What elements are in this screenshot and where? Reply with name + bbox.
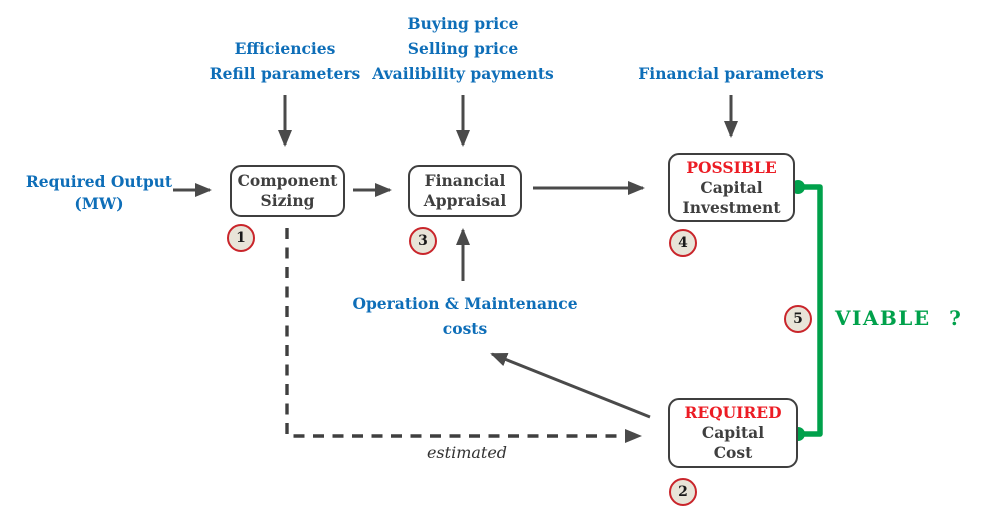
step-badge-3-number: 3 [418, 233, 428, 249]
node-financial-appraisal-line2: Appraisal [423, 191, 507, 210]
label-required-output-line1: Required Output [25, 172, 173, 191]
label-efficiency-inputs: Efficiencies Refill parameters [210, 36, 360, 86]
arrow-required-capital-to-om-costs [490, 352, 651, 419]
node-component-sizing-line2: Sizing [260, 191, 315, 210]
node-financial-appraisal-line1: Financial [424, 171, 506, 190]
label-refill-parameters: Refill parameters [209, 64, 361, 83]
label-efficiencies: Efficiencies [234, 39, 336, 58]
step-badge-5: 5 [784, 305, 812, 333]
step-badge-1: 1 [227, 224, 255, 252]
label-om-line1: Operation & Maintenance [352, 294, 578, 313]
label-price-inputs: Buying price Selling price Availibility … [372, 11, 553, 86]
node-possible-line1: Capital [700, 177, 763, 197]
label-availability-payments: Availibility payments [372, 64, 554, 83]
label-om-line2: costs [442, 319, 488, 338]
node-required-capital-cost: REQUIRED Capital Cost [668, 398, 798, 468]
annotation-estimated: estimated [426, 443, 508, 462]
label-financial-parameters: Financial parameters [638, 61, 823, 86]
node-required-line2: Cost [713, 443, 753, 462]
node-required-line1: Capital [701, 423, 765, 442]
node-possible-line2: Investment [682, 197, 781, 217]
node-possible-emphasis: POSSIBLE [686, 157, 777, 177]
node-component-sizing-line1: Component [237, 171, 338, 190]
step-badge-4-number: 4 [678, 235, 688, 251]
node-possible-capital-investment: POSSIBLE Capital Investment [668, 153, 795, 222]
label-om-costs: Operation & Maintenance costs [352, 291, 577, 341]
label-required-output: Required Output (MW) [26, 171, 172, 215]
label-buying-price: Buying price [407, 14, 519, 33]
step-badge-1-number: 1 [236, 230, 246, 246]
step-badge-2: 2 [669, 478, 697, 506]
annotation-viable-question: VIABLE ? [835, 306, 963, 330]
step-badge-3: 3 [409, 227, 437, 255]
step-badge-2-number: 2 [678, 484, 688, 500]
node-component-sizing: Component Sizing [230, 165, 345, 217]
label-selling-price: Selling price [407, 39, 519, 58]
label-financial-parameters-text: Financial parameters [638, 64, 824, 83]
node-financial-appraisal: Financial Appraisal [408, 165, 522, 217]
node-required-emphasis: REQUIRED [684, 403, 782, 422]
step-badge-4: 4 [669, 229, 697, 257]
label-required-output-line2: (MW) [74, 194, 124, 213]
step-badge-5-number: 5 [793, 311, 803, 327]
